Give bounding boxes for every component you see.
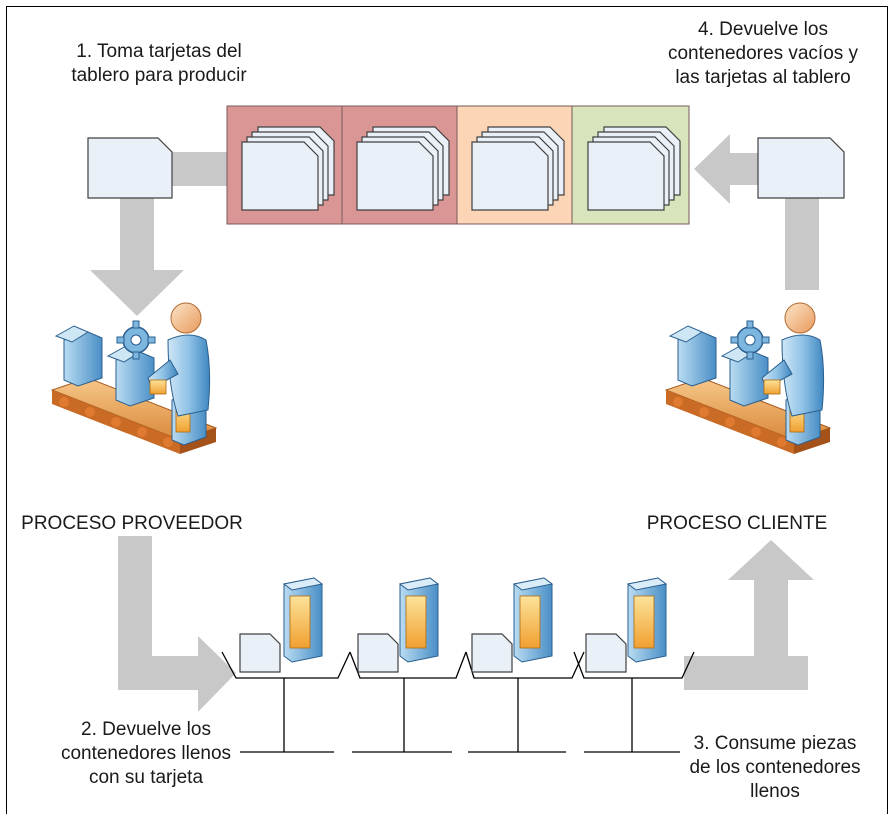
card-stack-4 xyxy=(587,126,681,211)
kanban-card-left-icon xyxy=(87,137,173,199)
card-stack-2 xyxy=(356,126,450,211)
step-3-label: 3. Consume piezas de los contenedores ll… xyxy=(689,733,861,802)
parts-box-icon-1 xyxy=(282,577,324,663)
parts-box-icon-3 xyxy=(512,577,554,663)
outer-frame xyxy=(6,6,7,814)
parts-box-icon-4 xyxy=(626,577,668,663)
kanban-card-right-icon xyxy=(757,137,845,199)
outer-frame-right xyxy=(887,6,888,814)
arrow-supplier-to-containers xyxy=(118,536,236,712)
outer-frame-top xyxy=(6,6,888,7)
container-rack xyxy=(221,651,695,753)
worker-at-conveyor-icon-supplier xyxy=(50,302,218,454)
arrow-down-to-supplier xyxy=(90,198,184,316)
arrow-card-to-board xyxy=(172,152,227,186)
step-4-label: 4. Devuelve los contenedores vacíos y la… xyxy=(667,19,859,88)
arrow-left-to-board xyxy=(694,134,758,204)
step-1-label: 1. Toma tarjetas del tablero para produc… xyxy=(71,41,247,86)
worker-at-conveyor-icon-customer xyxy=(664,302,832,454)
step-2-label: 2. Devuelve los contenedores llenos con … xyxy=(60,719,232,788)
card-stack-3 xyxy=(471,126,565,211)
parts-box-icon-2 xyxy=(398,577,440,663)
bin-cards xyxy=(239,633,627,673)
customer-process-label: PROCESO CLIENTE xyxy=(646,513,828,534)
arrow-up-from-customer xyxy=(785,198,819,290)
card-stack-1 xyxy=(241,126,335,211)
supplier-process-label: PROCESO PROVEEDOR xyxy=(21,513,243,534)
arrow-containers-to-customer xyxy=(684,540,814,690)
